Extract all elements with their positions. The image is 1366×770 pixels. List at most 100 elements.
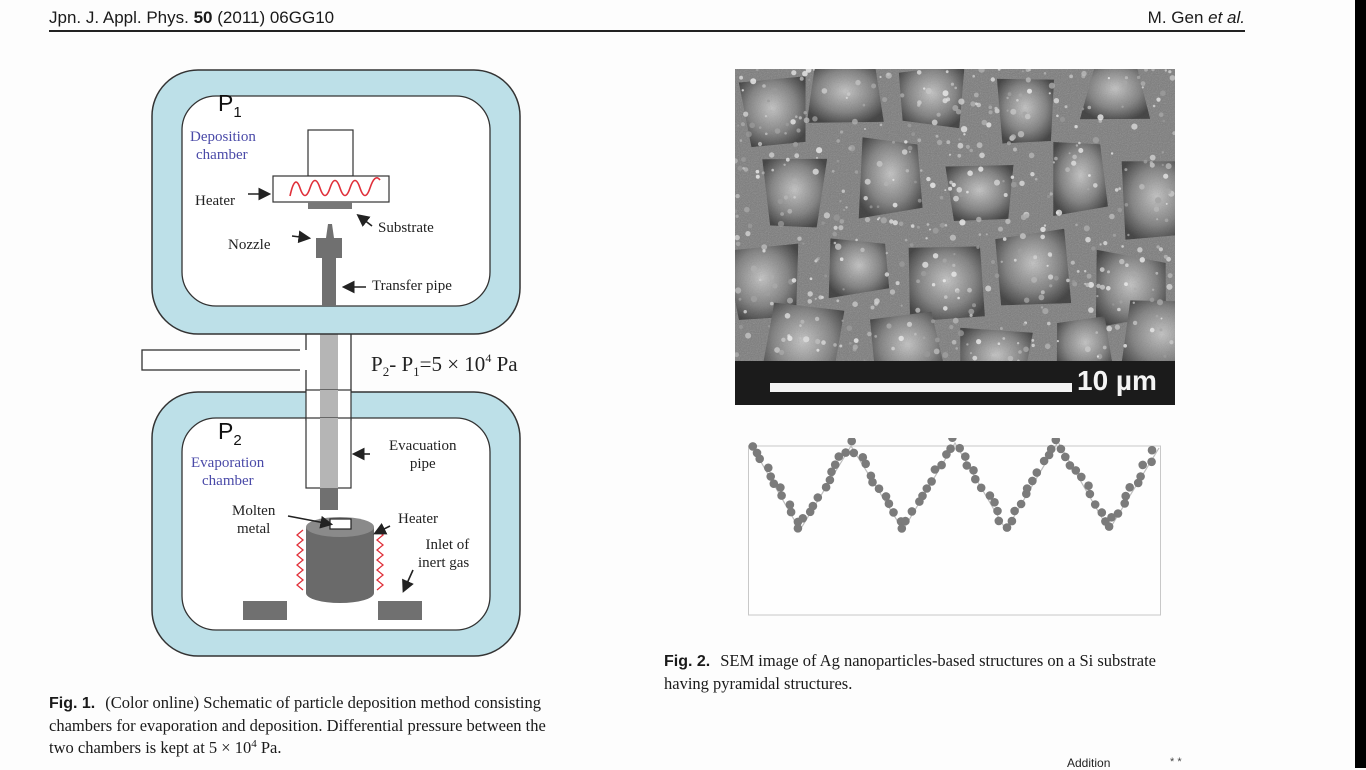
connecting-pipe-core <box>320 330 338 392</box>
ag-nanoparticle <box>1087 188 1090 191</box>
ag-nanoparticle <box>806 194 810 198</box>
ag-nanoparticle <box>1025 69 1030 72</box>
ag-nanoparticle <box>1053 275 1059 281</box>
ag-nanoparticle <box>1091 246 1096 251</box>
ag-nanoparticle <box>862 103 866 107</box>
ag-nanoparticle <box>1031 276 1038 283</box>
ag-nanoparticle <box>1168 70 1172 74</box>
ag-nanoparticle <box>793 196 796 199</box>
ag-nanoparticle <box>738 297 742 301</box>
ag-nanoparticle <box>1085 236 1091 243</box>
ag-nanoparticle <box>1099 267 1105 272</box>
ag-nanoparticle <box>1081 107 1085 111</box>
ag-nanoparticle <box>1106 325 1112 332</box>
ag-nanoparticle <box>1055 209 1063 216</box>
ag-nanoparticle <box>777 220 785 228</box>
ag-nanoparticle <box>931 119 938 126</box>
ag-nanoparticle <box>770 301 774 306</box>
ag-nanoparticle <box>1047 194 1051 199</box>
ag-nanoparticle <box>892 140 895 144</box>
ag-nanoparticle <box>741 157 746 162</box>
ag-nanoparticle <box>1124 203 1129 207</box>
ag-nanoparticle <box>740 122 745 127</box>
pyramid-facet <box>763 302 845 361</box>
ag-nanoparticle <box>1007 92 1012 97</box>
ag-nanoparticle <box>963 133 966 136</box>
ag-nanoparticle <box>886 323 892 329</box>
ag-nanoparticle <box>1096 355 1099 358</box>
coating-bead <box>1016 499 1026 509</box>
ag-nanoparticle <box>1100 284 1105 290</box>
coating-bead <box>1002 523 1012 532</box>
ag-nanoparticle <box>1034 177 1038 181</box>
ag-nanoparticle <box>960 126 968 133</box>
ag-nanoparticle <box>845 96 848 99</box>
ag-nanoparticle <box>952 263 956 267</box>
ag-nanoparticle <box>1017 131 1025 138</box>
ag-nanoparticle <box>849 275 852 278</box>
ag-nanoparticle <box>787 334 791 338</box>
ag-nanoparticle <box>772 88 778 94</box>
ag-nanoparticle <box>764 115 768 118</box>
ag-nanoparticle <box>792 178 798 184</box>
ag-nanoparticle <box>988 110 993 115</box>
ag-nanoparticle <box>1056 340 1059 343</box>
ag-nanoparticle <box>1107 270 1110 274</box>
ag-nanoparticle <box>1087 105 1092 110</box>
ag-nanoparticle <box>802 242 805 245</box>
ag-nanoparticle <box>823 212 830 219</box>
ag-nanoparticle <box>1076 270 1080 273</box>
ag-nanoparticle <box>761 244 768 251</box>
ag-nanoparticle <box>1031 339 1035 342</box>
ag-nanoparticle <box>1140 81 1146 86</box>
ag-nanoparticle <box>735 352 739 358</box>
coating-bead <box>821 482 831 492</box>
ag-nanoparticle <box>841 319 844 322</box>
ag-nanoparticle <box>846 92 851 96</box>
ag-nanoparticle <box>1122 80 1128 86</box>
coating-bead <box>858 453 868 462</box>
ag-nanoparticle <box>1161 151 1164 154</box>
ag-nanoparticle <box>1043 224 1047 227</box>
coating-bead <box>1010 506 1019 516</box>
ag-nanoparticle <box>994 106 998 110</box>
ag-nanoparticle <box>807 299 813 304</box>
coating-bead <box>830 460 840 469</box>
ag-nanoparticle <box>904 140 908 144</box>
ag-nanoparticle <box>852 118 858 125</box>
ag-nanoparticle <box>978 233 982 236</box>
cropped-next-figure-mark: * * <box>1170 756 1182 768</box>
coating-bead <box>937 460 946 470</box>
ag-nanoparticle <box>1155 314 1159 318</box>
ag-nanoparticle <box>1052 161 1055 164</box>
ag-nanoparticle <box>965 144 970 149</box>
coating-bead <box>1007 516 1017 526</box>
ag-nanoparticle <box>932 227 939 234</box>
ag-nanoparticle <box>757 141 763 147</box>
ag-nanoparticle <box>1024 213 1030 219</box>
figure-1-caption: Fig. 1.(Color online) Schematic of parti… <box>49 693 546 757</box>
ag-nanoparticle <box>972 355 978 361</box>
ag-nanoparticle <box>1166 283 1173 290</box>
ag-nanoparticle <box>735 209 738 214</box>
ag-nanoparticle <box>931 319 935 324</box>
ag-nanoparticle <box>737 124 740 127</box>
ag-nanoparticle <box>799 76 804 81</box>
ag-nanoparticle <box>899 261 905 267</box>
ag-nanoparticle <box>901 149 908 155</box>
ag-nanoparticle <box>1095 331 1098 334</box>
coating-bead <box>994 516 1004 526</box>
ag-nanoparticle <box>999 327 1003 330</box>
ag-nanoparticle <box>1003 193 1008 197</box>
ag-nanoparticle <box>1053 98 1060 104</box>
ag-nanoparticle <box>1005 218 1011 225</box>
ag-nanoparticle <box>953 253 956 256</box>
ag-nanoparticle <box>879 123 883 127</box>
ag-nanoparticle <box>883 181 889 187</box>
coating-bead <box>1077 472 1086 482</box>
ag-nanoparticle <box>1119 300 1123 304</box>
sem-surface-texture <box>735 69 1175 361</box>
ag-nanoparticle <box>843 208 846 212</box>
deposition-chamber <box>151 69 521 335</box>
